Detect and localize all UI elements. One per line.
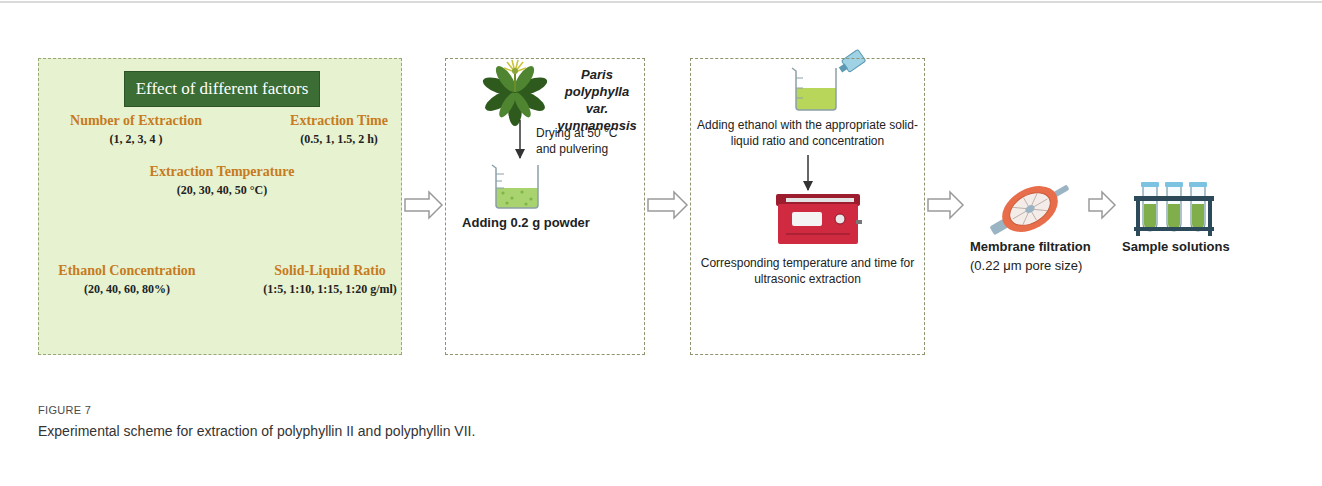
step-label: Membrane filtration bbox=[970, 239, 1091, 254]
step-note: Drying at 50 °C and pulvering bbox=[536, 125, 640, 157]
factor-name: Solid-Liquid Ratio bbox=[274, 263, 386, 279]
flow-arrow bbox=[1089, 192, 1115, 218]
step-label: Sample solutions bbox=[1122, 239, 1230, 254]
step-panel: Paris polyphylla var. yunnanensisDrying … bbox=[445, 58, 645, 355]
figure-caption: Experimental scheme for extraction of po… bbox=[38, 423, 475, 439]
step-arrow bbox=[807, 155, 809, 190]
step-arrow bbox=[519, 120, 521, 158]
header-title: Effect of different factors bbox=[136, 79, 309, 99]
membrane-filter bbox=[982, 170, 1078, 249]
factor-name: Extraction Time bbox=[290, 113, 388, 129]
flow-arrow bbox=[928, 192, 963, 218]
factor-range: (20, 30, 40, 50 °C) bbox=[177, 183, 267, 198]
factor-panel: Number of Extraction (1, 2, 3, 4 ) Extract… bbox=[38, 58, 402, 355]
flow-arrow bbox=[648, 192, 687, 218]
filtration-step: Membrane filtration(0.22 μm pore size) bbox=[966, 180, 1086, 280]
factor-name: Extraction Temperature bbox=[150, 164, 295, 180]
factor-name: Ethanol Concentration bbox=[58, 263, 195, 279]
step-note: (0.22 μm pore size) bbox=[970, 258, 1082, 273]
plant-illustration bbox=[481, 60, 550, 126]
factor-range: (0.5, 1, 1.5, 2 h) bbox=[300, 132, 378, 147]
step-label: Adding 0.2 g powder bbox=[462, 215, 590, 230]
step-note: Adding ethanol with the appropriate soli… bbox=[697, 117, 918, 149]
species-name: Paris polyphylla var. yunnanensis bbox=[552, 67, 642, 135]
factor-range: (20, 40, 60, 80%) bbox=[84, 282, 170, 297]
step-panel: Adding ethanol with the appropriate soli… bbox=[690, 58, 925, 355]
ultrasonic-bath bbox=[776, 194, 862, 244]
sample-step: Sample solutions bbox=[1118, 180, 1230, 280]
figure-label: FIGURE 7 bbox=[38, 404, 91, 416]
factor-name: Number of Extraction bbox=[70, 113, 202, 129]
powder-beaker bbox=[492, 165, 538, 208]
factor-range: (1:5, 1:10, 1:15, 1:20 g/ml) bbox=[263, 282, 397, 297]
flow-arrow bbox=[405, 192, 442, 218]
top-rule bbox=[0, 2, 1322, 3]
factor-range: (1, 2, 3, 4 ) bbox=[110, 132, 163, 147]
header-box: Effect of different factors bbox=[124, 71, 321, 107]
step-note: Corresponding temperature and time for u… bbox=[697, 255, 918, 287]
test-tube-rack bbox=[1134, 182, 1214, 236]
